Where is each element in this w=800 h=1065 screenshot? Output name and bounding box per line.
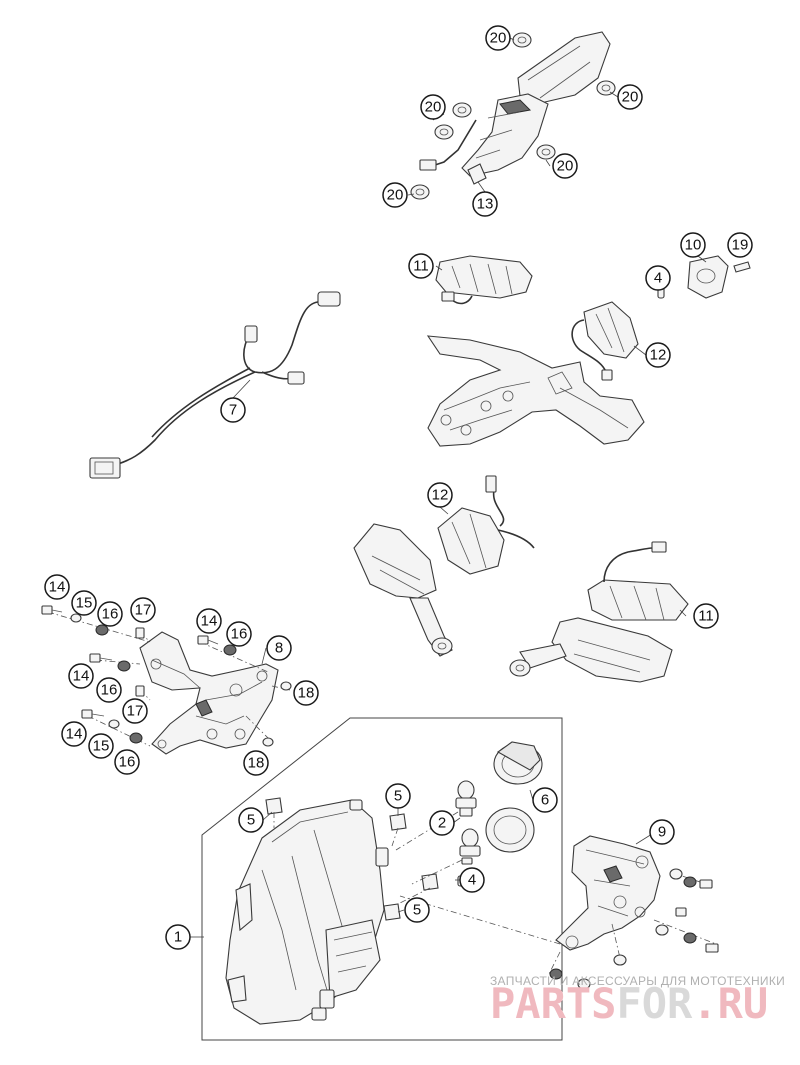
rear-subframe [426, 335, 645, 447]
callout-9: 9 [649, 819, 675, 845]
svg-text:11: 11 [413, 258, 429, 275]
callout-7: 7 [220, 397, 246, 423]
rear-light-11 [435, 255, 533, 305]
watermark-brand: PARTSFOR.RU [490, 979, 768, 1028]
callout-20: 20 [617, 84, 643, 110]
callout-16: 16 [96, 677, 122, 703]
svg-text:20: 20 [490, 30, 507, 47]
bracket-fasteners [41, 605, 292, 747]
callout-20: 20 [420, 94, 446, 120]
svg-text:4: 4 [654, 270, 662, 287]
callout-14: 14 [61, 721, 87, 747]
headlight-group-frame [201, 717, 563, 1041]
callout-20: 20 [485, 25, 511, 51]
svg-text:20: 20 [557, 158, 574, 175]
callout-17: 17 [130, 597, 156, 623]
callout-11: 11 [693, 603, 719, 629]
callout-19: 19 [727, 232, 753, 258]
rear-mudguard-bracket [419, 31, 611, 185]
svg-text:9: 9 [658, 824, 666, 841]
headlight-bracket-8 [139, 631, 279, 755]
callout-4: 4 [459, 867, 485, 893]
svg-text:16: 16 [101, 682, 118, 699]
svg-text:2: 2 [438, 815, 446, 832]
svg-text:6: 6 [541, 792, 549, 809]
dust-covers-6 [485, 741, 543, 853]
callout-16: 16 [97, 601, 123, 627]
rubber-grommets [410, 32, 616, 200]
callout-20: 20 [382, 182, 408, 208]
svg-text:11: 11 [698, 608, 714, 625]
callout-12: 12 [427, 482, 453, 508]
svg-text:8: 8 [275, 640, 283, 657]
callout-8: 8 [266, 635, 292, 661]
svg-text:20: 20 [425, 99, 442, 116]
callout-20: 20 [552, 153, 578, 179]
svg-text:18: 18 [298, 685, 315, 702]
callout-6: 6 [532, 787, 558, 813]
callout-11: 11 [408, 253, 434, 279]
headlight-bulbs [395, 780, 481, 887]
svg-text:7: 7 [229, 402, 237, 419]
headlight-rear-bracket-9 [555, 835, 661, 951]
callout-14: 14 [68, 663, 94, 689]
front-indicator-11 [587, 541, 689, 621]
svg-text:20: 20 [387, 187, 404, 204]
svg-text:5: 5 [394, 788, 402, 805]
mirror-right [509, 617, 673, 683]
svg-text:17: 17 [135, 602, 152, 619]
svg-text:16: 16 [231, 626, 248, 643]
svg-text:20: 20 [622, 89, 639, 106]
callout-15: 15 [71, 590, 97, 616]
callout-5: 5 [404, 897, 430, 923]
rear-bracket-fasteners [399, 868, 719, 990]
callout-16: 16 [114, 749, 140, 775]
watermark-tagline: ЗАПЧАСТИ И АКСЕССУАРЫ ДЛЯ МОТОТЕХНИКИ [490, 974, 785, 988]
svg-text:14: 14 [73, 668, 90, 685]
callout-14: 14 [44, 574, 70, 600]
callout-16: 16 [226, 621, 252, 647]
svg-text:4: 4 [468, 872, 476, 889]
svg-text:19: 19 [732, 237, 749, 254]
callout-2: 2 [429, 810, 455, 836]
callout-17: 17 [122, 698, 148, 724]
callout-14: 14 [196, 608, 222, 634]
svg-text:14: 14 [66, 726, 83, 743]
svg-text:12: 12 [650, 347, 667, 364]
svg-text:15: 15 [76, 595, 93, 612]
mirror-left [353, 523, 453, 657]
svg-text:14: 14 [201, 613, 218, 630]
front-indicator-12 [437, 475, 535, 575]
callout-15: 15 [88, 733, 114, 759]
callout-4: 4 [645, 265, 671, 291]
svg-text:16: 16 [119, 754, 136, 771]
callout-10: 10 [680, 232, 706, 258]
svg-text:15: 15 [93, 738, 110, 755]
svg-text:5: 5 [413, 902, 421, 919]
headlight-clips-5 [265, 797, 439, 921]
svg-text:1: 1 [174, 929, 182, 946]
callout-12: 12 [645, 342, 671, 368]
svg-text:16: 16 [102, 606, 119, 623]
callout-18: 18 [293, 680, 319, 706]
svg-text:14: 14 [49, 579, 66, 596]
svg-text:5: 5 [247, 812, 255, 829]
svg-text:13: 13 [477, 196, 494, 213]
callout-1: 1 [165, 924, 191, 950]
headlight-housing-1 [225, 799, 389, 1025]
callout-5: 5 [385, 783, 411, 809]
watermark: ЗАПЧАСТИ И АКСЕССУАРЫ ДЛЯ МОТОТЕХНИКИ PA… [490, 974, 785, 1028]
callout-13: 13 [472, 191, 498, 217]
svg-text:12: 12 [432, 487, 449, 504]
svg-text:18: 18 [248, 755, 265, 772]
svg-text:10: 10 [685, 237, 702, 254]
callout-18: 18 [243, 750, 269, 776]
svg-text:17: 17 [127, 703, 144, 720]
wiring-harness [89, 291, 341, 479]
license-light-10 [657, 255, 751, 299]
rear-indicator-12 [571, 301, 639, 381]
callout-5: 5 [238, 807, 264, 833]
